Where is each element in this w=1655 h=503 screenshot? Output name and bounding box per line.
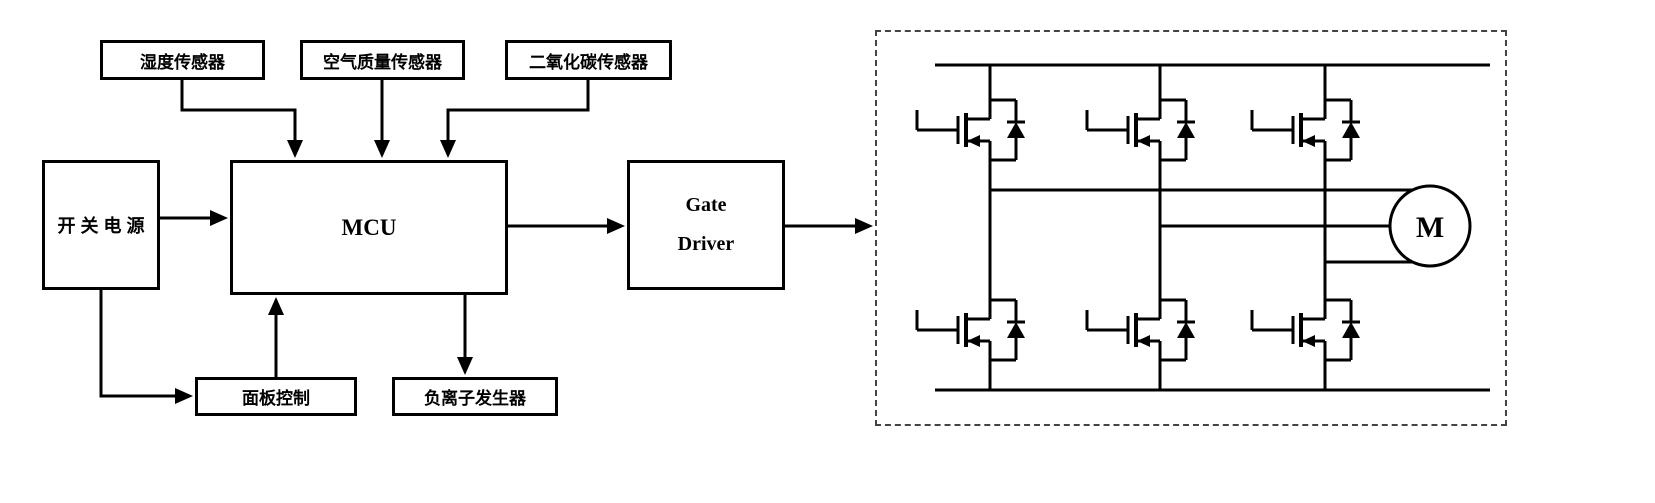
arrowhead-mcu-ion: [457, 357, 473, 375]
connector-arrowheads: [175, 140, 873, 404]
inverter-circuit: [935, 63, 1490, 392]
connector-lines: [99, 80, 857, 398]
gate-driver-label-line1: Gate: [685, 194, 727, 216]
mosfet-q3-upper-icon: [1085, 83, 1197, 177]
negative-ion-generator-block: 负离子发生器: [392, 377, 558, 416]
mosfet-q6-lower-icon: [1250, 283, 1362, 377]
arrowhead-power-mcu: [210, 210, 228, 226]
inverter-dashed-frame: [875, 30, 1507, 426]
arrowhead-mcu-gate: [607, 218, 625, 234]
arrowhead-air: [374, 140, 390, 158]
arrowhead-co2: [440, 140, 456, 158]
wire-co2-to-mcu: [446, 80, 590, 142]
switching-power-supply-block: 开关电源: [42, 160, 160, 290]
arrowhead-power-panel: [175, 388, 193, 404]
motor-circle-icon: [1388, 184, 1472, 268]
mcu-label: MCU: [341, 214, 397, 240]
switching-power-supply-label: 开关电源: [57, 216, 150, 236]
arrowhead-panel-mcu: [268, 297, 284, 315]
air-quality-sensor-label: 空气质量传感器: [323, 52, 442, 72]
co2-sensor-block: 二氧化碳传感器: [505, 40, 672, 80]
humidity-sensor-block: 湿度传感器: [100, 40, 265, 80]
mosfet-q1-upper-icon: [915, 83, 1027, 177]
motor-label: M: [1416, 211, 1444, 244]
arrowhead-humidity: [287, 140, 303, 158]
humidity-sensor-label: 湿度传感器: [140, 52, 225, 72]
co2-sensor-label: 二氧化碳传感器: [529, 52, 648, 72]
air-quality-sensor-block: 空气质量传感器: [300, 40, 465, 80]
mosfet-q5-upper-icon: [1250, 83, 1362, 177]
wire-power-to-panel: [99, 290, 177, 398]
motor-symbol: M: [1388, 184, 1472, 268]
mosfet-q4-lower-icon: [1085, 283, 1197, 377]
mosfet-q2-lower-icon: [915, 283, 1027, 377]
wire-humidity-to-mcu: [180, 80, 297, 142]
gate-driver-block: Gate Driver: [627, 160, 785, 290]
arrowhead-gate-inv: [855, 218, 873, 234]
gate-driver-label-line2: Driver: [677, 233, 735, 255]
panel-control-block: 面板控制: [195, 377, 357, 416]
panel-control-label: 面板控制: [242, 389, 310, 408]
negative-ion-generator-label: 负离子发生器: [424, 389, 526, 408]
mcu-block: MCU: [230, 160, 508, 295]
